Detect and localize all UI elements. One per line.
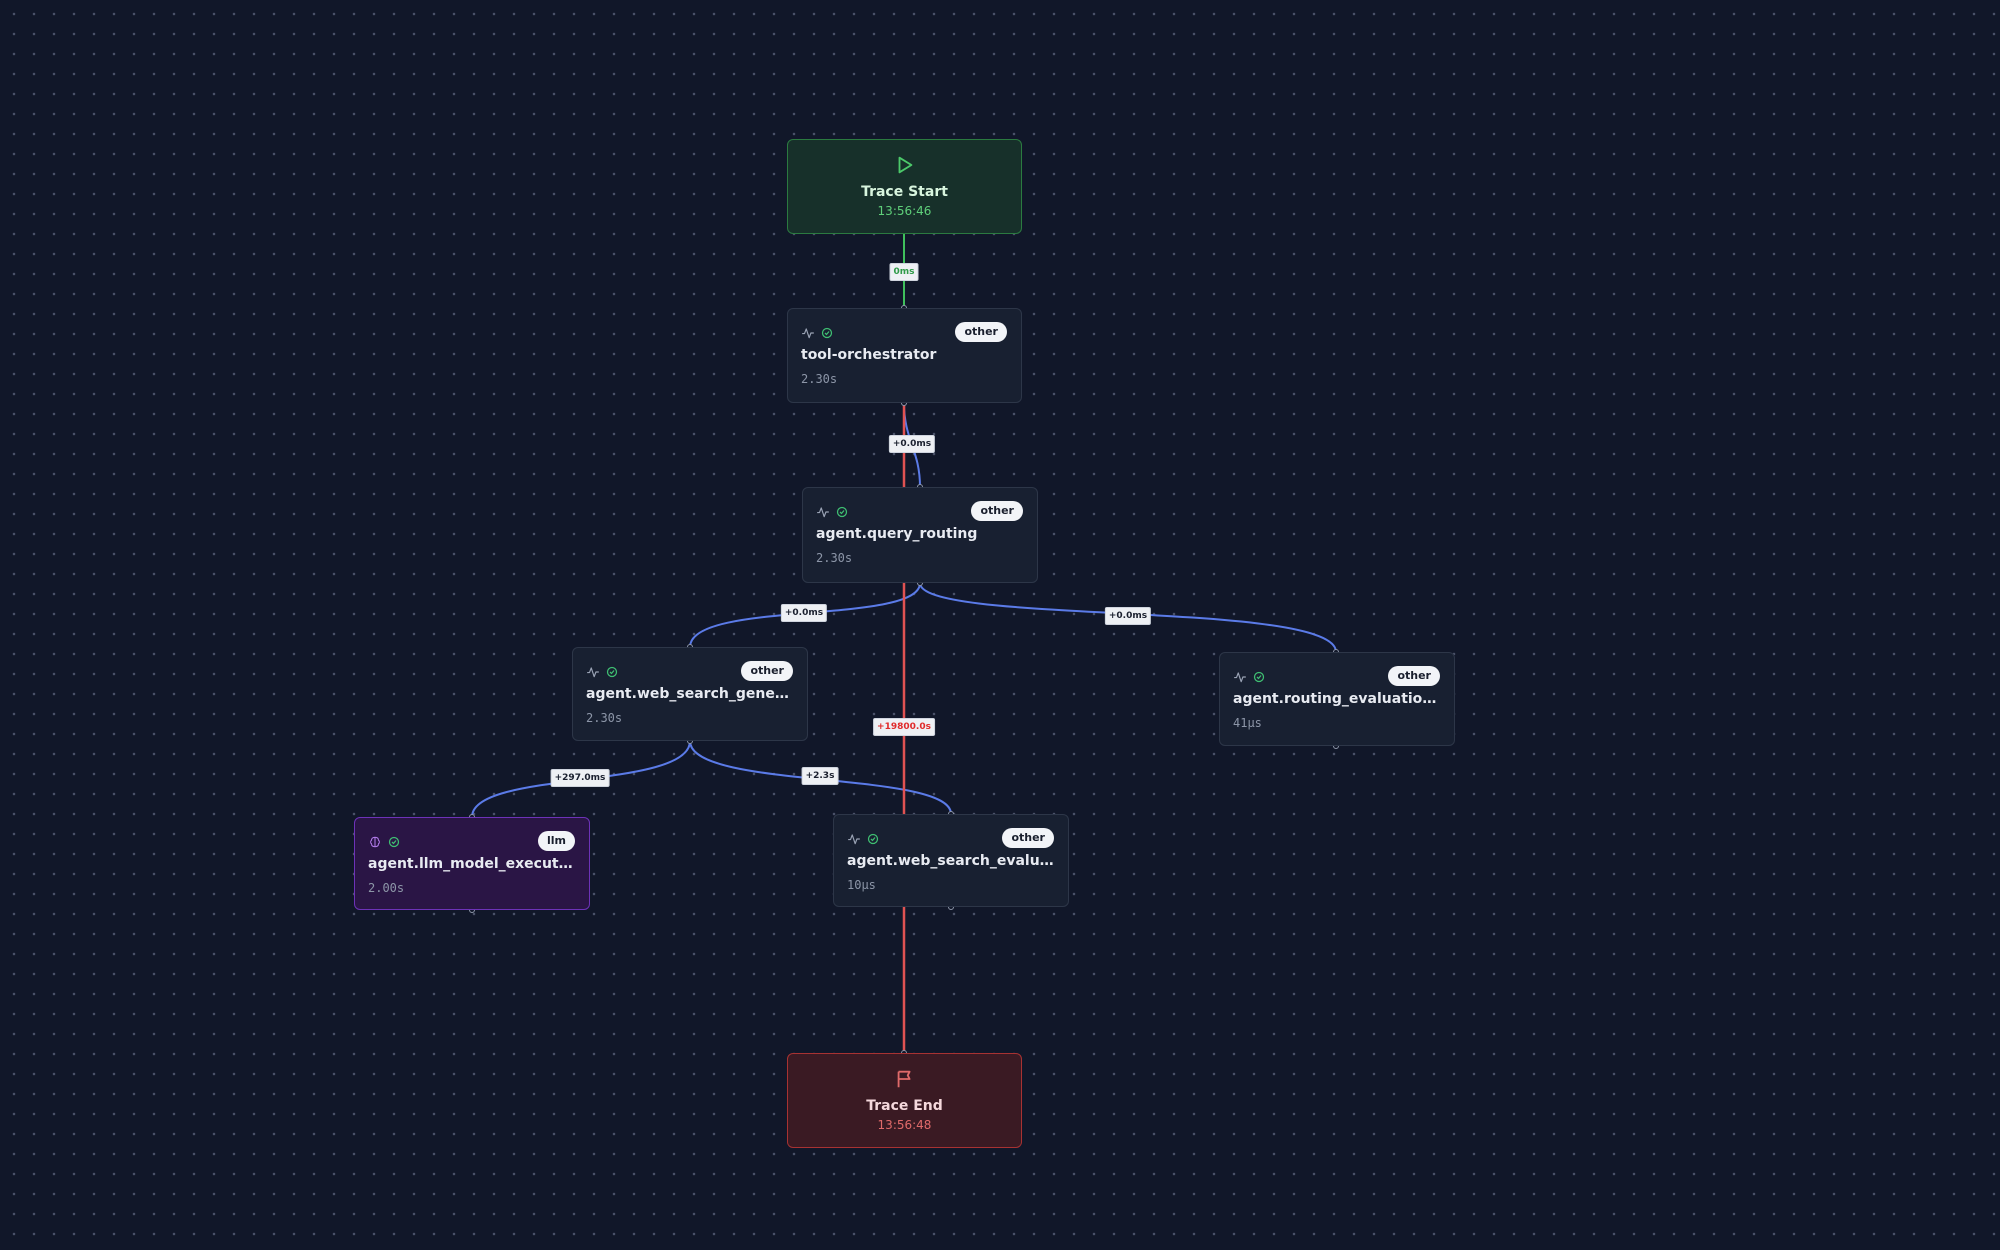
span-duration: 2.30s	[801, 372, 838, 386]
span-node-tool-orchestrator[interactable]: other tool-orchestrator 2.30s	[787, 308, 1022, 403]
check-circle-icon	[606, 666, 618, 678]
span-name: tool-orchestrator	[801, 347, 937, 363]
span-node-web-search-generation[interactable]: other agent.web_search_genera… 2.30s	[572, 647, 808, 741]
span-type-badge: other	[741, 661, 793, 681]
trace-start-title: Trace Start	[861, 184, 948, 200]
trace-start-node[interactable]: Trace Start 13:56:46	[787, 139, 1022, 234]
span-name: agent.web_search_evalua…	[847, 853, 1056, 869]
brain-icon	[370, 836, 380, 848]
span-type-badge: other	[955, 322, 1007, 342]
span-duration: 2.30s	[586, 711, 623, 725]
check-circle-icon	[1253, 671, 1265, 683]
trace-end-title: Trace End	[866, 1098, 943, 1114]
span-node-query-routing[interactable]: other agent.query_routing 2.30s	[802, 487, 1038, 583]
span-type-badge: other	[1002, 828, 1054, 848]
trace-start-time: 13:56:46	[877, 204, 932, 218]
span-name: agent.routing_evaluation_…	[1233, 691, 1442, 707]
span-duration: 2.30s	[816, 551, 853, 565]
edge-label-start-to-orchestrator: 0ms	[889, 263, 919, 281]
span-name: agent.query_routing	[816, 526, 978, 542]
activity-icon	[587, 667, 599, 678]
span-type-badge: other	[1388, 666, 1440, 686]
activity-icon	[817, 507, 829, 518]
edge-label-orchestrator-to-routing: +0.0ms	[888, 435, 936, 453]
check-circle-icon	[388, 836, 400, 848]
edge-label-routing-to-evaluation: +0.0ms	[1104, 607, 1152, 625]
trace-end-time: 13:56:48	[877, 1118, 932, 1132]
span-name: agent.web_search_genera…	[586, 686, 795, 702]
span-node-routing-evaluation[interactable]: other agent.routing_evaluation_… 41µs	[1219, 652, 1455, 746]
span-duration: 10µs	[847, 878, 876, 892]
flag-icon	[897, 1070, 910, 1088]
check-circle-icon	[867, 833, 879, 845]
span-name: agent.llm_model_execution	[368, 856, 577, 872]
edge-label-routing-to-generation: +0.0ms	[780, 604, 828, 622]
check-circle-icon	[836, 506, 848, 518]
edge-label-orchestrator-to-end: +19800.0s	[873, 718, 935, 736]
trace-end-node[interactable]: Trace End 13:56:48	[787, 1053, 1022, 1148]
edge-label-generation-to-llm: +297.0ms	[550, 769, 610, 787]
check-circle-icon	[821, 327, 833, 339]
span-type-badge: other	[971, 501, 1023, 521]
activity-icon	[1234, 672, 1246, 683]
activity-icon	[848, 834, 860, 845]
span-type-badge: llm	[537, 831, 575, 851]
span-duration: 41µs	[1233, 716, 1262, 730]
span-node-web-search-evaluation[interactable]: other agent.web_search_evalua… 10µs	[833, 814, 1069, 907]
span-node-llm-model-execution[interactable]: llm agent.llm_model_execution 2.00s	[354, 817, 590, 910]
activity-icon	[802, 328, 814, 339]
play-icon	[898, 156, 912, 174]
span-duration: 2.00s	[368, 881, 405, 895]
edge-label-generation-to-search-eval: +2.3s	[801, 767, 839, 785]
